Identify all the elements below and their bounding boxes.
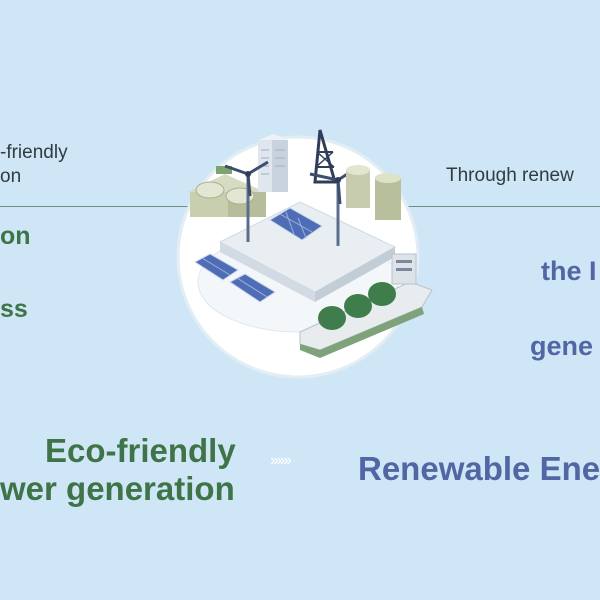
wind-turbine-icon xyxy=(224,160,269,242)
renewable-energy-title: Renewable Ener xyxy=(358,450,600,487)
building-icon xyxy=(258,134,288,192)
oil-derrick-icon xyxy=(313,129,337,184)
right-heading-line1: the I xyxy=(541,256,597,286)
energy-facility-illustration xyxy=(176,129,433,379)
left-connector-line xyxy=(0,206,205,207)
left-caption-line1: -friendly xyxy=(0,142,68,163)
solar-panel-icon xyxy=(194,253,276,303)
right-connector-line xyxy=(403,206,600,207)
eco-friendly-title-line1: Eco-friendly xyxy=(45,432,236,469)
right-heading-line2: gene xyxy=(530,331,594,361)
left-heading-line1: on xyxy=(0,222,31,250)
left-caption-line2: on xyxy=(0,166,22,187)
solar-panel-icon xyxy=(269,207,323,241)
lng-ship-icon xyxy=(299,253,433,358)
double-chevron-arrows-icon: ›››››› xyxy=(270,452,292,469)
platform xyxy=(218,201,397,302)
storage-tank-icon xyxy=(346,165,401,220)
eco-friendly-title-line2: wer generation xyxy=(0,470,235,507)
left-heading-line2: ss xyxy=(0,295,28,323)
right-caption: Through renew xyxy=(446,165,574,186)
